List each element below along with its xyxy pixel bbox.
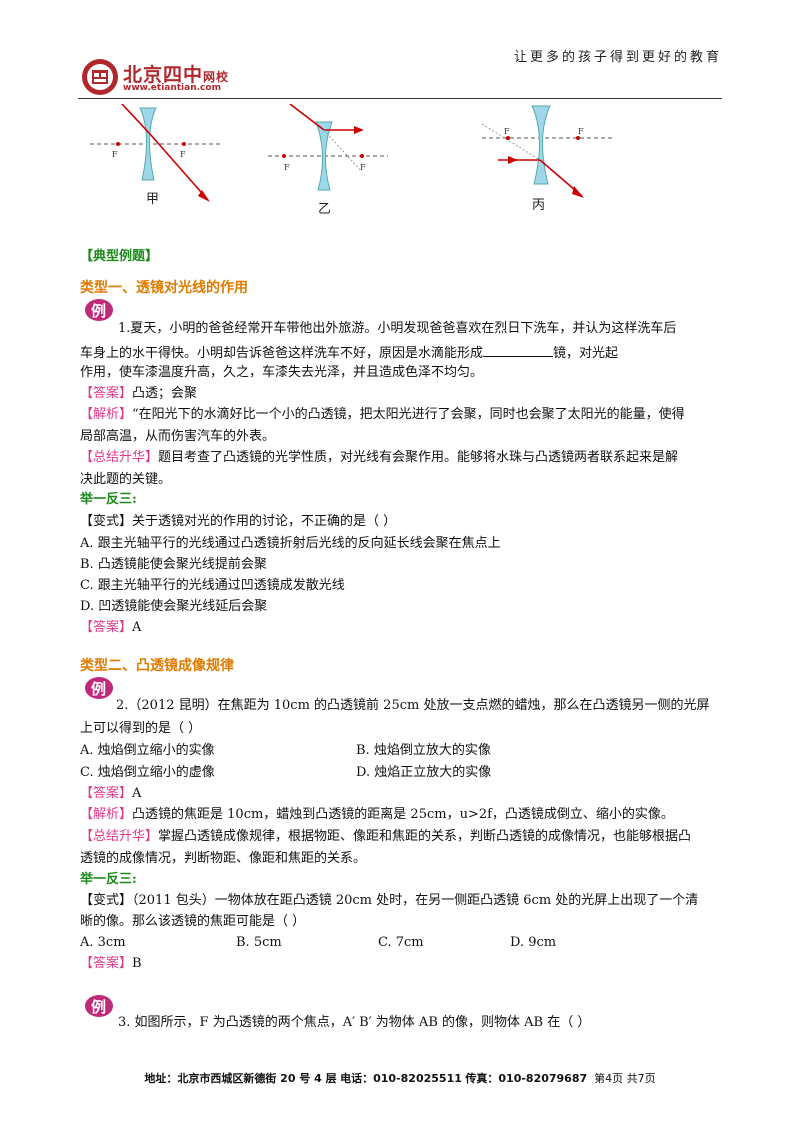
q2-line1: 2.（2012 昆明）在焦距为 10cm 的凸透镜前 25cm 处放一支点燃的蜡… (116, 698, 710, 713)
focus-label: F (504, 127, 510, 136)
variant-answer: 【答案】A (80, 620, 142, 635)
practice-heading-2: 举一反三: (80, 872, 137, 887)
answer-tag: 【答案】 (80, 386, 133, 401)
variant2-option-d: D. 9cm (510, 935, 557, 950)
figure-yi: F F (268, 104, 388, 191)
page-total: 共7页 (626, 1072, 656, 1085)
variant2-option-b: B. 5cm (236, 935, 282, 950)
logo-name: 北京四中网校 (123, 64, 230, 86)
variant2-answer: 【答案】B (80, 956, 142, 971)
page-footer: 地址：北京市西城区新德街 20 号 4 层 电话：010-82025511 传真… (144, 1072, 656, 1085)
q1-line1: 1.夏天，小明的爸爸经常开车带他出外旅游。小明发现爸爸喜欢在烈日下洗车，并认为这… (118, 321, 677, 336)
figure-jia: F F (90, 104, 220, 202)
variant-option-a: A. 跟主光轴平行的光线通过凸透镜折射后光线的反向延长线会聚在焦点上 (80, 536, 501, 551)
logo-sub: 网校 (203, 70, 230, 84)
svg-text:例: 例 (91, 680, 106, 698)
section-typical-examples: 【典型例题】 (80, 249, 159, 264)
q1-analysis-line1: 【解析】“在阳光下的水滴好比一个小的凸透镜，把太阳光进行了会聚，同时也会聚了太阳… (80, 407, 685, 422)
q1-analysis-line2: 局部高温，从而伤害汽车的外表。 (80, 429, 276, 444)
q3-line1: 3. 如图所示，F 为凸透镜的两个焦点，A′ B′ 为物体 AB 的像，则物体 … (118, 1015, 591, 1030)
focus-label: F (360, 163, 366, 172)
school-logo (82, 59, 118, 95)
svg-text:例: 例 (91, 302, 106, 320)
figure-caption-jia: 甲 (146, 192, 160, 207)
practice-heading: 举一反三: (80, 492, 137, 507)
q2-line2: 上可以得到的是（ ） (80, 721, 202, 736)
footer-address: 北京市西城区新德街 20 号 4 层 (177, 1072, 337, 1085)
type1-title: 类型一、透镜对光线的作用 (80, 280, 248, 296)
q2-option-b: B. 烛焰倒立放大的实像 (356, 743, 491, 758)
variant2-option-c: C. 7cm (378, 935, 424, 950)
q1-line2: 车身上的水干得快。小明却告诉爸爸这样洗车不好，原因是水滴能形成镜，对光起 (80, 342, 618, 365)
footer-fax: 010-82079687 (498, 1072, 588, 1085)
page-number: 第4页 (594, 1072, 624, 1085)
variant2-line1: 【变式】（2011 包头）一物体放在距凸透镜 20cm 处时，在另一侧距凸透镜 … (80, 893, 699, 908)
focus-label: F (180, 150, 186, 159)
variant-option-c: C. 跟主光轴平行的光线通过凹透镜成发散光线 (80, 578, 345, 593)
variant-option-b: B. 凸透镜能使会聚光线提前会聚 (80, 557, 267, 572)
logo-url: www.etiantian.com (123, 83, 221, 93)
header-divider (78, 98, 722, 99)
q1-line3: 作用，使车漆温度升高，久之，车漆失去光泽，并且造成色泽不均匀。 (80, 365, 484, 380)
q1-answer: 【答案】凸透；会聚 (80, 386, 198, 401)
header-slogan: 让更多的孩子得到更好的教育 (513, 50, 722, 65)
focus-label: F (578, 127, 584, 136)
focus-label: F (284, 163, 290, 172)
q1-summary-line1: 【总结升华】题目考查了凸透镜的光学性质，对光线有会聚作用。能够将水珠与凸透镜两者… (80, 450, 679, 465)
variant-option-d: D. 凹透镜能使会聚光线延后会聚 (80, 599, 268, 614)
q2-option-c: C. 烛焰倒立缩小的虚像 (80, 765, 215, 780)
q2-answer: 【答案】A (80, 786, 142, 801)
figure-caption-yi: 乙 (318, 202, 332, 217)
type2-title: 类型二、凸透镜成像规律 (80, 658, 234, 674)
summary-tag: 【总结升华】 (80, 450, 159, 465)
example-badge-icon: 例 (85, 299, 113, 321)
example-badge-icon: 例 (85, 995, 113, 1017)
q1-summary-line2: 决此题的关键。 (80, 472, 172, 487)
figure-caption-bing: 丙 (532, 198, 546, 213)
q2-analysis: 【解析】凸透镜的焦距是 10cm，蜡烛到凸透镜的距离是 25cm，u>2f，凸透… (80, 807, 674, 822)
q2-option-d: D. 烛焰正立放大的实像 (356, 765, 492, 780)
variant2-option-a: A. 3cm (80, 935, 126, 950)
variant-question: 【变式】关于透镜对光的作用的讨论，不正确的是（ ） (80, 514, 397, 529)
q2-summary-line1: 【总结升华】掌握凸透镜成像规律，根据物距、像距和焦距的关系，判断凸透镜的成像情况… (80, 829, 692, 844)
q2-option-a: A. 烛焰倒立缩小的实像 (80, 743, 215, 758)
figure-bing: F F (481, 105, 614, 198)
q2-summary-line2: 透镜的成像情况，判断物距、像距和焦距的关系。 (80, 851, 367, 866)
answer-blank (483, 342, 554, 357)
variant2-line2: 晰的像。那么该透镜的焦距可能是（ ） (80, 914, 306, 929)
focus-label: F (112, 150, 118, 159)
analysis-tag: 【解析】 (80, 407, 133, 422)
example-badge-icon: 例 (85, 677, 113, 699)
footer-tel: 010-82025511 (373, 1072, 462, 1085)
svg-text:例: 例 (91, 998, 106, 1016)
